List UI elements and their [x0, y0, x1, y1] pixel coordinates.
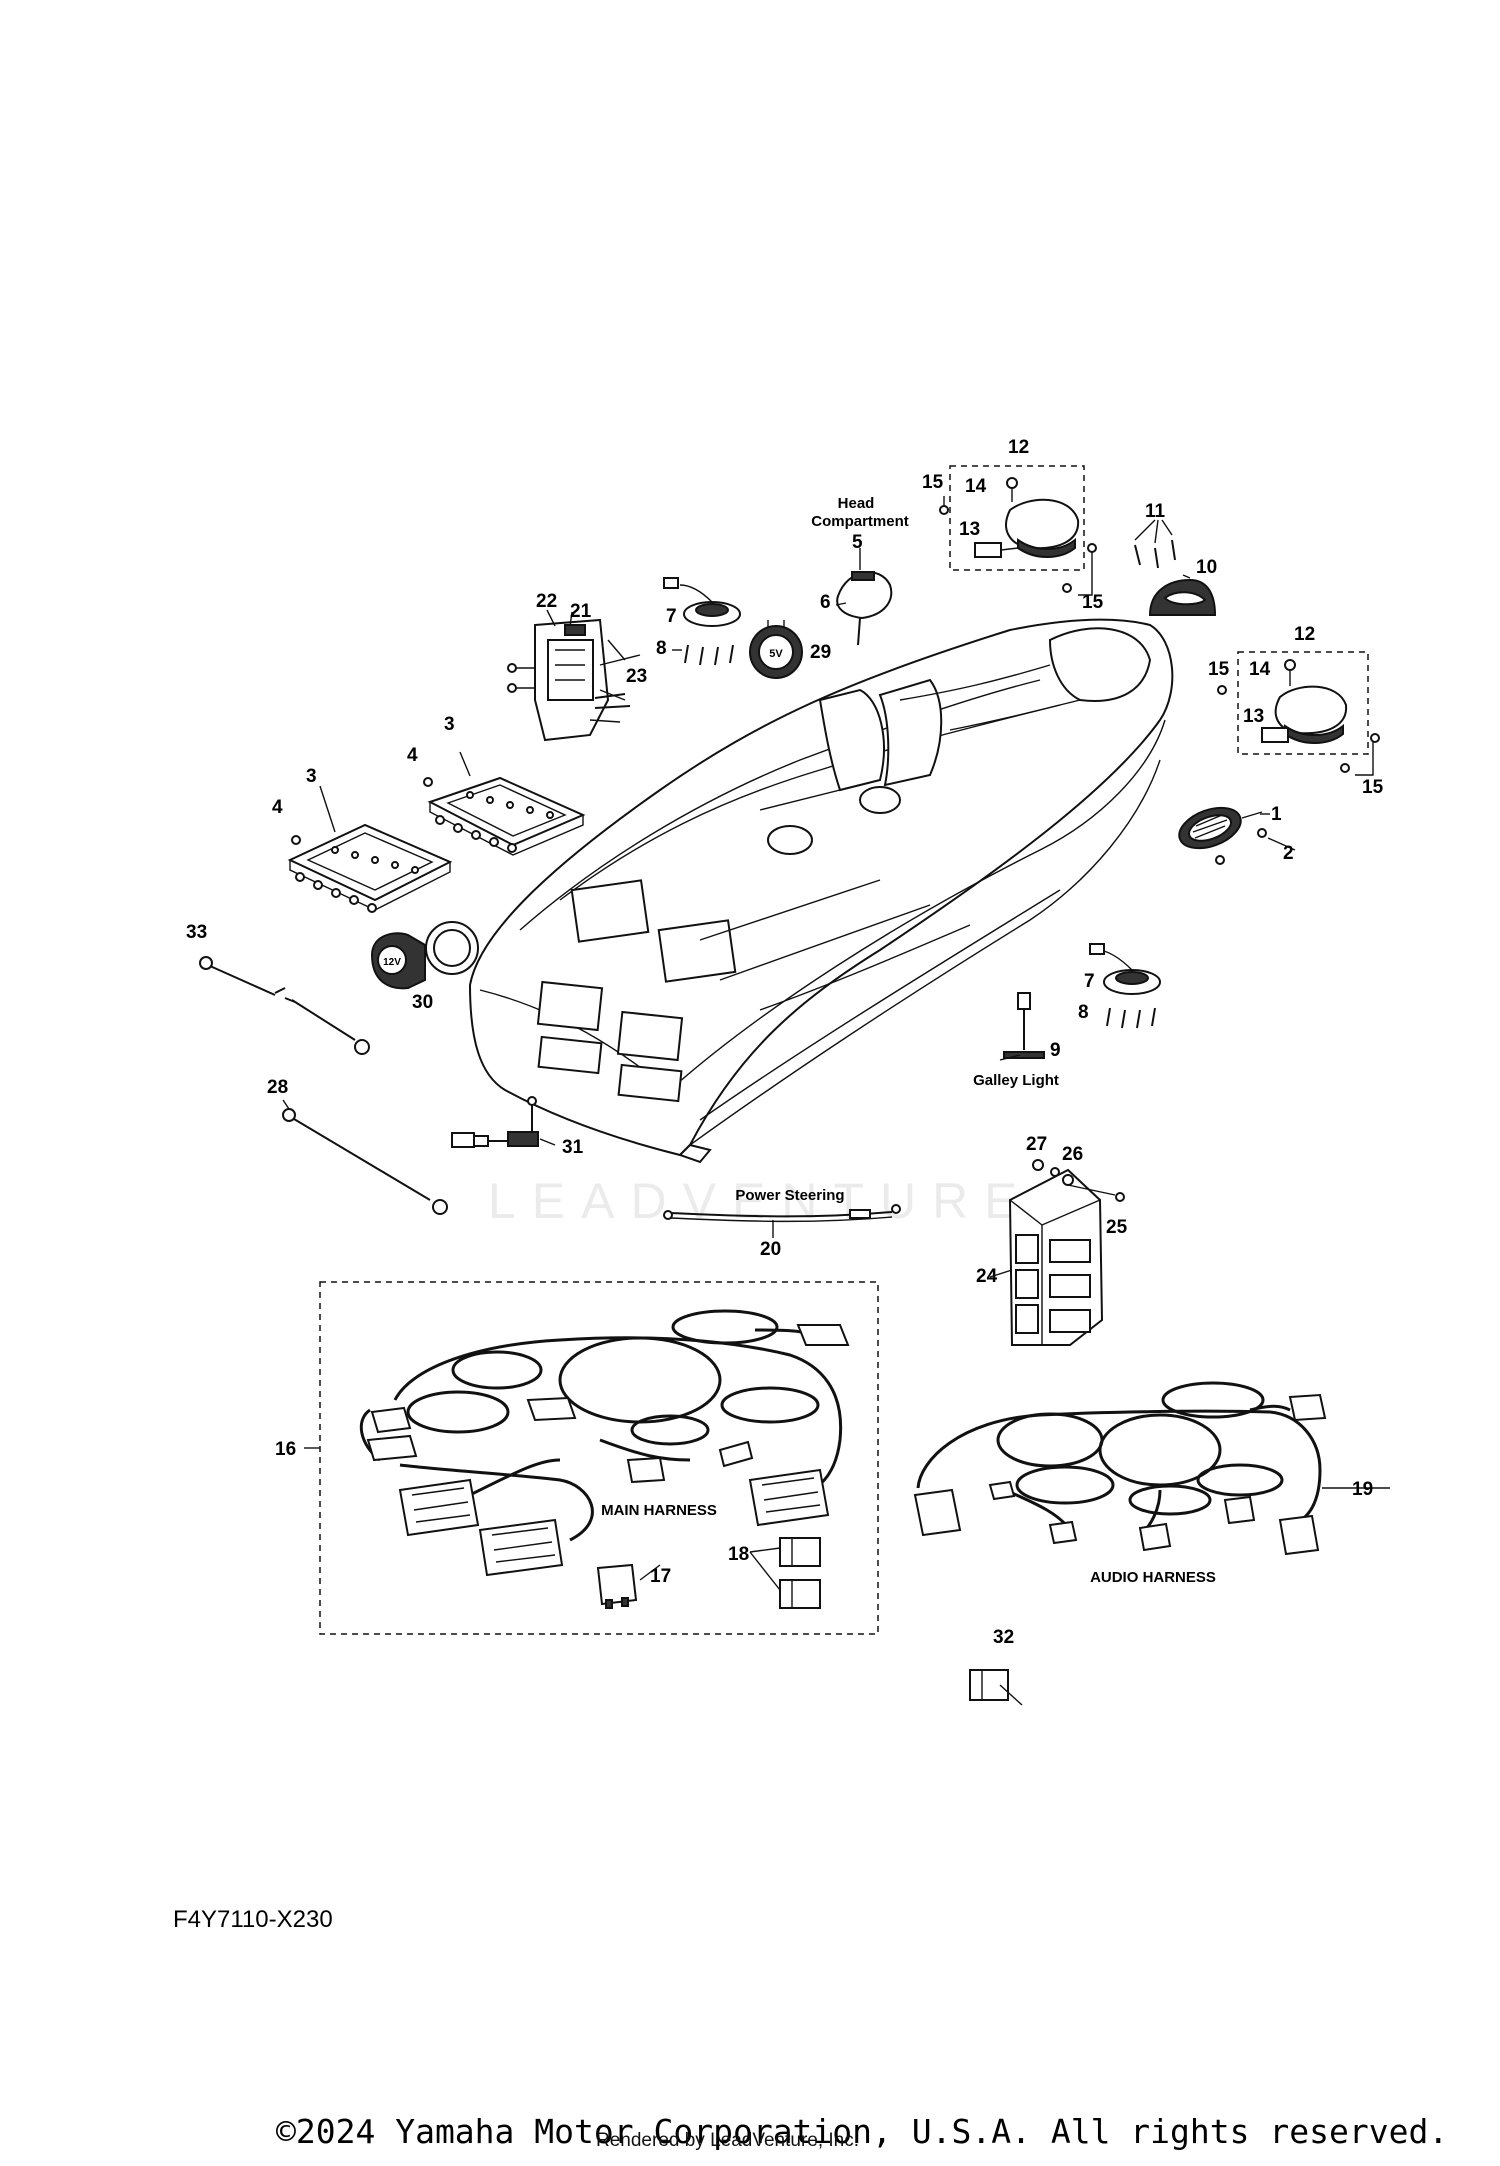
washer-26	[1050, 1167, 1060, 1177]
callout-18: 18	[728, 1544, 749, 1565]
screws-11	[1134, 519, 1176, 569]
rendered-by-notice: Rendered by LeadVenture, Inc.	[596, 2130, 860, 2151]
diagram-code: F4Y7110-X230	[173, 1906, 333, 1933]
battery-cable-33	[199, 956, 370, 1055]
socket-voltage-mark: 12V	[383, 957, 401, 968]
speaker-housing-13-top	[974, 498, 1080, 558]
callout-3-left: 3	[306, 766, 317, 787]
callout-12-right: 12	[1294, 624, 1315, 645]
copyright-notice: ©2024 Yamaha Motor Corporation, U.S.A. A…	[276, 2112, 1449, 2151]
callout-5: 5	[852, 532, 863, 553]
screw-25	[1115, 1192, 1125, 1202]
battery-tray-3-left	[287, 823, 453, 913]
assembly-box-12-right	[1237, 651, 1369, 755]
callout-33: 33	[186, 922, 207, 943]
switch-bracket-21	[507, 618, 641, 742]
screws-8-top	[672, 644, 734, 666]
callout-15-right-right: 15	[1362, 777, 1384, 798]
callout-19: 19	[1352, 1479, 1373, 1500]
main-harness-box	[319, 1281, 879, 1635]
speaker-housing-13-right	[1261, 685, 1348, 744]
courtesy-light-7-right	[1089, 943, 1161, 995]
battery-tray-3-right	[427, 776, 586, 856]
callout-7-top: 7	[666, 606, 677, 627]
callout-8-right: 8	[1078, 1002, 1089, 1023]
audio-harness-19	[913, 1381, 1327, 1556]
screw-15-top-left	[939, 505, 949, 515]
dome-light-10	[1148, 578, 1217, 616]
callout-29: 29	[810, 642, 831, 663]
callout-15-top-left: 15	[922, 472, 944, 493]
speaker-grill-1	[1178, 806, 1267, 865]
callout-16: 16	[275, 1439, 296, 1460]
callout-4-right: 4	[407, 745, 418, 766]
leadventure-watermark: LEADVENTURE	[488, 1173, 1034, 1229]
callout-10: 10	[1196, 557, 1217, 578]
callout-3-right: 3	[444, 714, 455, 735]
callout-15-right-left: 15	[1208, 659, 1230, 680]
callout-27: 27	[1026, 1134, 1047, 1155]
courtesy-light-7-top	[663, 577, 741, 627]
screw-15-top-right	[1087, 543, 1097, 553]
head-compartment-light-5	[836, 571, 893, 646]
callout-31: 31	[562, 1137, 584, 1158]
callout-26: 26	[1062, 1144, 1083, 1165]
callout-28: 28	[267, 1077, 288, 1098]
callout-12-top: 12	[1008, 437, 1029, 458]
callout-15-top-right: 15	[1082, 592, 1104, 613]
callout-23: 23	[626, 666, 647, 687]
screws-8-right	[1106, 1007, 1156, 1029]
callout-14-right: 14	[1249, 659, 1271, 680]
callout-1: 1	[1271, 804, 1282, 825]
caption-head-compartment-line2: Compartment	[811, 513, 909, 530]
usb-voltage-mark: 5V	[769, 648, 783, 660]
callout-13-right: 13	[1243, 706, 1264, 727]
main-harness-16	[359, 1309, 850, 1577]
callout-21: 21	[570, 601, 592, 622]
callout-9: 9	[1050, 1040, 1061, 1061]
callout-14-top: 14	[965, 476, 987, 497]
callout-8-top: 8	[656, 638, 667, 659]
callout-13-top: 13	[959, 519, 980, 540]
callout-25: 25	[1106, 1217, 1128, 1238]
junction-box-24	[1008, 1168, 1104, 1346]
leader-lines	[304, 574, 1390, 1706]
galley-light-9	[1003, 992, 1045, 1059]
callout-17: 17	[650, 1566, 671, 1587]
battery-cable-28	[282, 1108, 448, 1215]
sensor-31	[451, 1096, 556, 1148]
callout-6: 6	[820, 592, 831, 613]
connector-17	[596, 1563, 638, 1609]
connector-32	[969, 1669, 1009, 1701]
callout-22: 22	[536, 591, 557, 612]
power-steering-wire-20	[663, 1204, 901, 1223]
callout-11: 11	[1145, 501, 1166, 522]
nut-27	[1032, 1159, 1044, 1171]
caption-power-steering: Power Steering	[735, 1187, 844, 1204]
callout-4-left: 4	[272, 797, 283, 818]
usb-outlet-29: 5V	[749, 620, 803, 679]
callout-7-right: 7	[1084, 971, 1095, 992]
callout-32: 32	[993, 1627, 1014, 1648]
callout-20: 20	[760, 1239, 781, 1260]
callout-24: 24	[976, 1266, 998, 1287]
caption-audio-harness: AUDIO HARNESS	[1090, 1569, 1216, 1586]
assembly-box-12-top	[949, 465, 1085, 571]
callout-2: 2	[1283, 843, 1294, 864]
caption-galley-light: Galley Light	[973, 1072, 1059, 1089]
power-socket-30: 12V	[370, 921, 479, 990]
screw-14-top	[1006, 477, 1018, 489]
connectors-18	[779, 1537, 821, 1609]
caption-head-compartment-line1: Head	[838, 495, 875, 512]
caption-main-harness: MAIN HARNESS	[601, 1502, 717, 1519]
boat-hull	[468, 618, 1174, 1164]
callout-30: 30	[412, 992, 433, 1013]
